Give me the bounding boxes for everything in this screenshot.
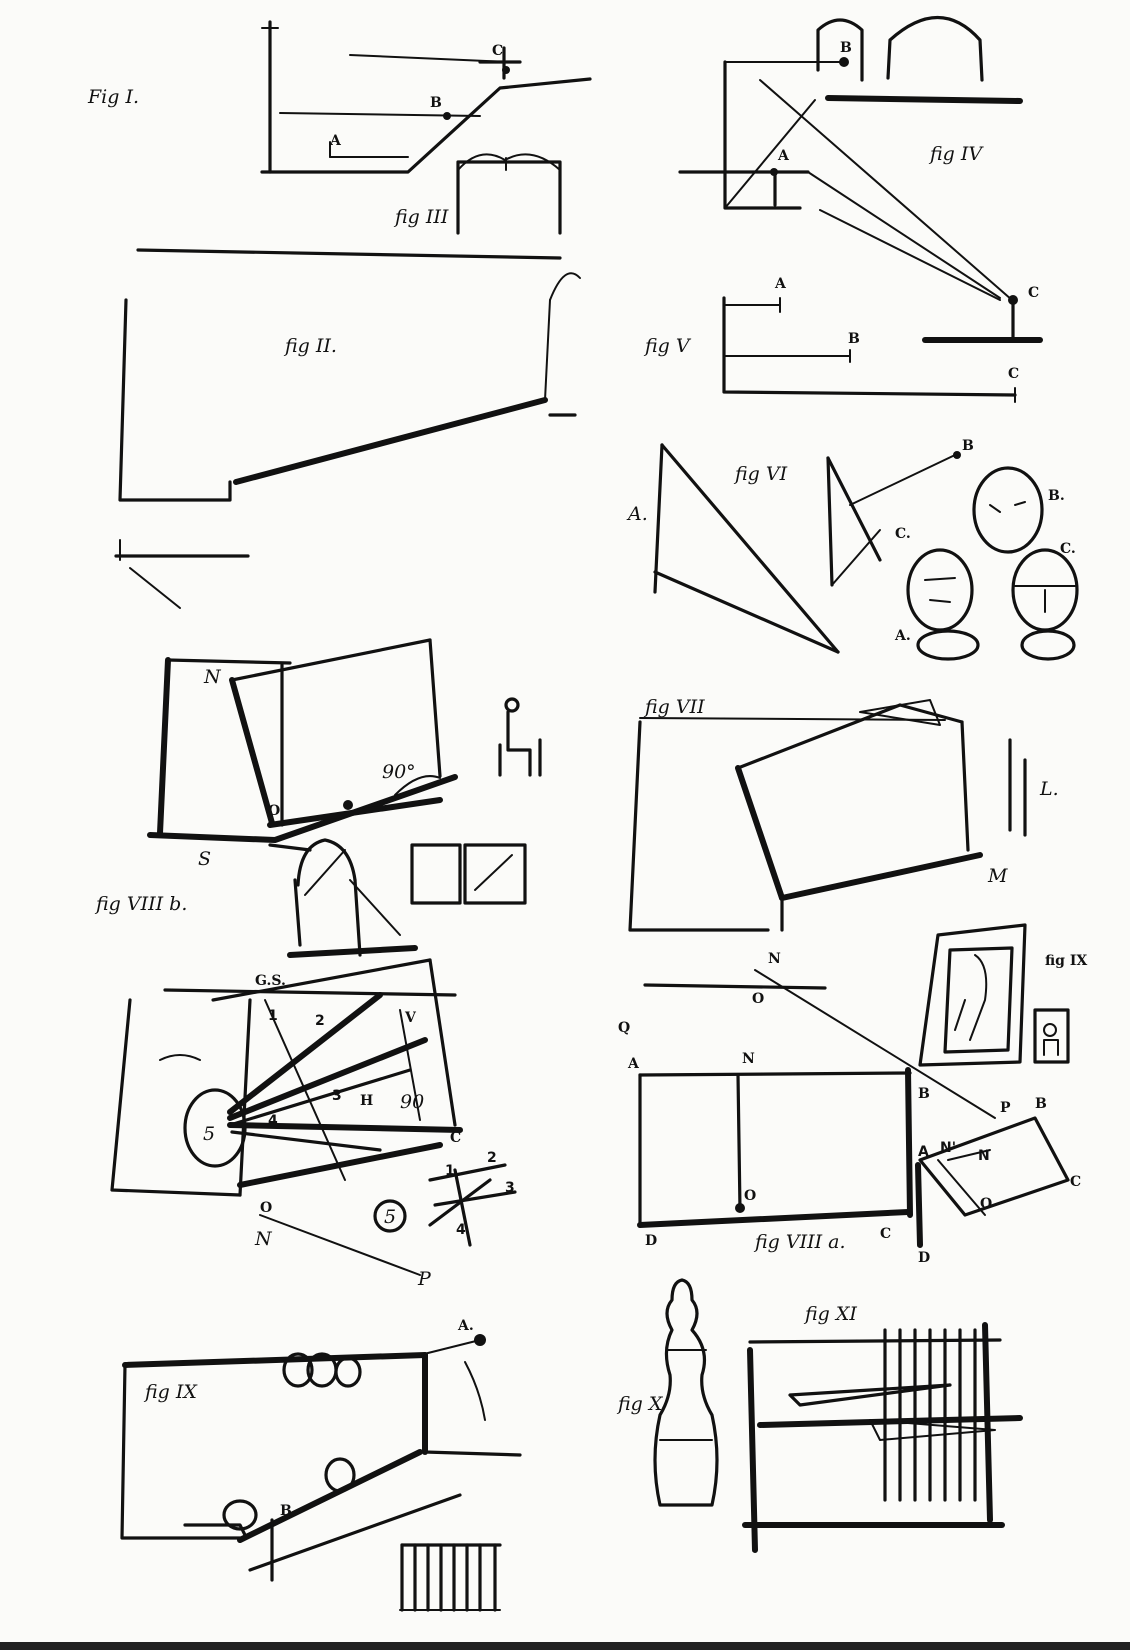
fig-4-label: fig IV	[928, 143, 984, 165]
fig-10-label: fig X	[616, 1393, 664, 1415]
point-label-c-fig8a: C	[880, 1226, 891, 1242]
point-label-n-fig8b: N	[203, 666, 222, 688]
point-label-d2-fig8a: D	[918, 1250, 930, 1266]
fig-1-label: Fig I.	[87, 86, 139, 108]
point-label-c-fig4: C	[1028, 285, 1039, 301]
mini-ray-4: 4	[456, 1222, 466, 1238]
figure-9: fig IX B A.	[120, 1318, 522, 1612]
fig-11-label: fig XI	[803, 1303, 857, 1325]
scan-edge	[0, 1642, 1130, 1650]
point-label-n-top: N	[768, 951, 781, 967]
figure-7: L. M fig VII	[628, 696, 1059, 932]
fig-2-label: fig II.	[283, 335, 337, 357]
figure-9-small: fig IX	[918, 923, 1087, 1067]
point-label-nprime: N'	[940, 1140, 956, 1156]
eye-label-5: 5	[203, 1123, 215, 1145]
point-label-p-fig8: P	[417, 1268, 432, 1290]
figure-8b: N O S 90° fig VIII b.	[94, 638, 542, 958]
point-label-b: B	[430, 95, 442, 111]
ray-label-4: 4	[268, 1113, 278, 1129]
point-label-a-fig9: A.	[457, 1318, 474, 1334]
point-label-o2-fig8a: O	[744, 1188, 756, 1204]
figure-10: fig X	[616, 1278, 719, 1507]
point-label-o-fig8a: O	[752, 991, 764, 1007]
ray-label-1: 1	[268, 1008, 278, 1024]
point-label-b-fig6: B	[962, 438, 974, 454]
point-label-a-fig4: A	[777, 148, 790, 164]
point-label-b-fig8a: B	[918, 1086, 930, 1102]
fig-6-label: fig VI	[733, 463, 788, 485]
point-label-l: L.	[1039, 778, 1059, 800]
figure-4: B A C fig IV	[678, 16, 1043, 343]
mini-ray-3: 3	[505, 1180, 515, 1196]
point-label-s: S	[198, 848, 211, 870]
point-label-a: A	[329, 133, 342, 149]
ray-label-2: 2	[315, 1013, 325, 1029]
mini-ray-2: 2	[487, 1150, 497, 1166]
fig-8b-label: fig VIII b.	[94, 893, 187, 915]
point-label-v: V	[404, 1010, 417, 1026]
point-label-a-fig5: A	[774, 276, 787, 292]
point-label-b-fig4: B	[840, 40, 852, 56]
point-label-b-fig9: B	[280, 1503, 292, 1519]
point-label-q: Q	[618, 1020, 630, 1036]
point-label-c-fig8: C	[450, 1130, 461, 1146]
fig-9-label: fig IX	[143, 1381, 198, 1403]
head-label-b: B.	[1048, 488, 1065, 504]
point-label-o3-fig8a: O	[980, 1196, 992, 1212]
point-label-n-fig8: N	[254, 1228, 273, 1250]
point-label-c-fig5: C	[1008, 366, 1019, 382]
figure-2: fig II.	[114, 248, 581, 609]
head-label-c: C.	[1060, 541, 1076, 557]
point-label-o-fig8b: O	[268, 803, 280, 819]
figure-3: fig III	[393, 153, 562, 235]
angle-label-90b: 90	[400, 1091, 424, 1113]
point-label-o-fig8: O	[260, 1200, 272, 1216]
fig-7-label: fig VII	[643, 696, 705, 718]
point-label-p-fig8a: P	[1000, 1100, 1011, 1116]
point-label-b2-fig8a: B	[1035, 1096, 1047, 1112]
point-label-m: M	[987, 865, 1008, 887]
point-label-n2-fig8a: N	[978, 1148, 990, 1164]
figure-8a: Q O N A N O D C B P B C A N' N O D fig V…	[618, 951, 1081, 1266]
label-gs: G.S.	[255, 973, 286, 989]
point-label-n-fig8a: N	[742, 1051, 755, 1067]
point-label-h: H	[360, 1093, 373, 1109]
point-label-c-fig6: C.	[895, 526, 911, 542]
fig-3-label: fig III	[393, 206, 449, 228]
figure-6: B C. A. fig VI B. C. A.	[626, 438, 1079, 661]
figure-5: A B C fig V	[643, 276, 1019, 403]
point-label-a-fig6: A.	[626, 503, 648, 525]
angle-label-90: 90°	[382, 761, 416, 783]
point-label-c: C	[492, 43, 503, 59]
ray-label-3: 3	[332, 1088, 342, 1104]
head-label-a: A.	[894, 628, 911, 644]
fig-8a-label: fig VIII a.	[753, 1231, 846, 1253]
fig-9-small-label: fig IX	[1045, 953, 1087, 969]
point-label-a2-fig8a: A	[918, 1144, 929, 1160]
mini-ray-1: 1	[445, 1163, 455, 1179]
figure-8: G.S. 1 2 3 4 5 H V 90 C O N P 5 1 2 3 4	[110, 958, 517, 1290]
circled-label-5: 5	[384, 1206, 396, 1228]
point-label-b-fig5: B	[848, 331, 860, 347]
point-label-d-fig8a: D	[645, 1233, 657, 1249]
point-label-a-fig8a: A	[627, 1056, 640, 1072]
figure-1: A B C Fig I.	[87, 20, 592, 174]
point-label-c2-fig8a: C	[1070, 1174, 1081, 1190]
figure-11: fig XI	[742, 1303, 1023, 1553]
fig-5-label: fig V	[643, 335, 692, 357]
